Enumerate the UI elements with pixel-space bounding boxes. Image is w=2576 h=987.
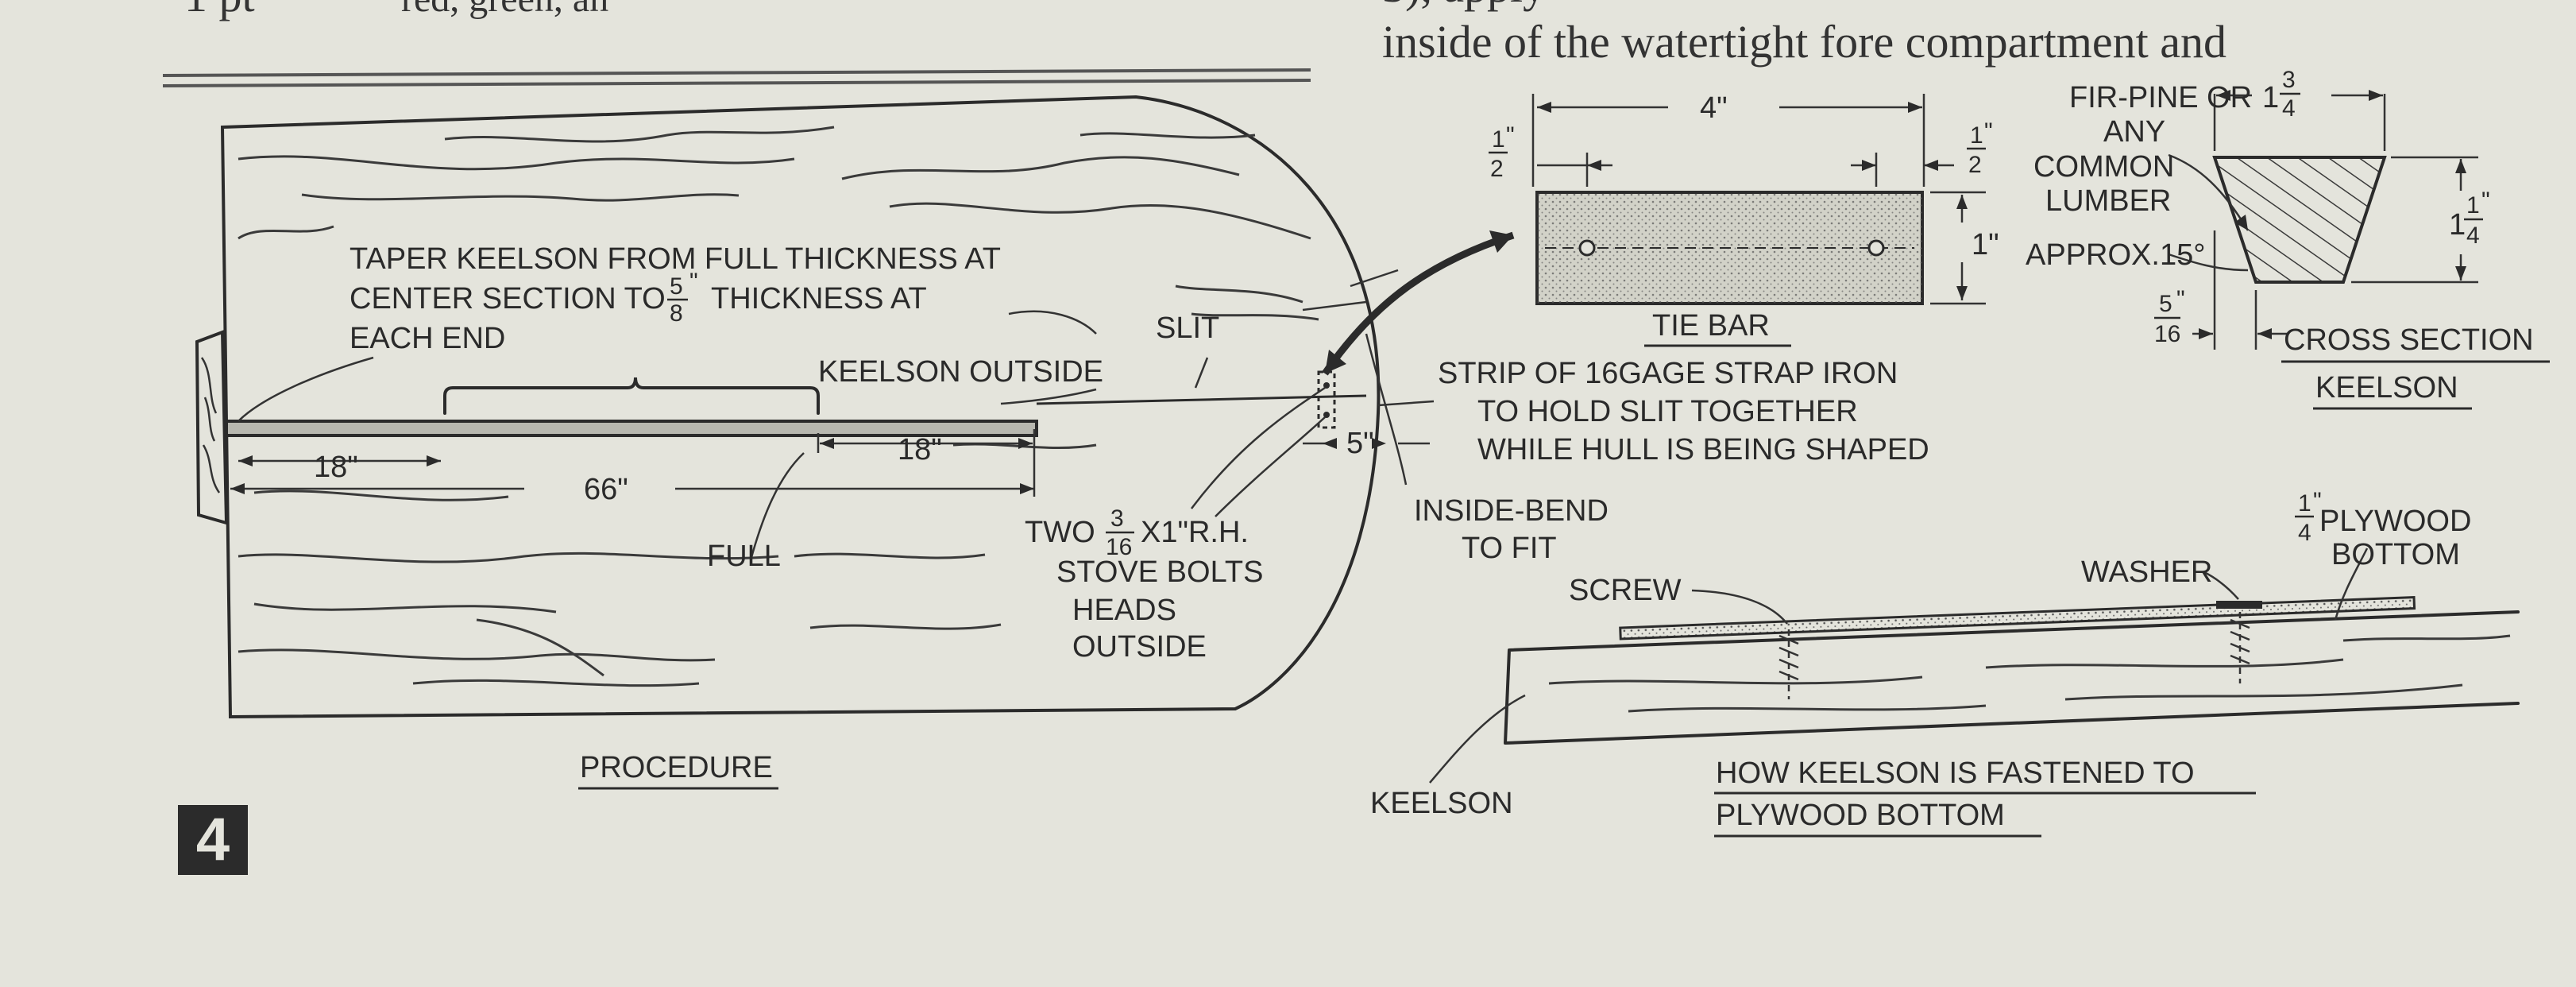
center-line [1036,394,1367,405]
tie-bar-offset-left-den: 2 [1490,156,1504,182]
approx-angle: APPROX.15° [2026,238,2205,272]
material-line4: LUMBER [2045,184,2171,218]
height-den: 4 [2466,223,2480,249]
dim-18-left: 18" [314,451,358,484]
offset-den: 16 [2154,321,2180,347]
keelson-cross-section [2212,156,2387,284]
header-fragment-left: 1 pt [184,0,255,21]
hull-outline [220,95,1381,719]
tie-bar-caption: TIE BAR [1652,309,1770,343]
strap-iron-strip [1317,370,1336,429]
tie-bar-offset-left-unit: " [1506,122,1515,149]
header-text-right-2: inside of the watertight fore compartmen… [1382,16,2226,68]
cross-section-caption-1: CROSS SECTION [2284,323,2534,357]
washer [2216,601,2262,609]
header-text-right-1: 3), apply [1382,0,1546,12]
taper-fraction-num: 5 [670,273,683,300]
plywood-num: 1 [2298,490,2311,517]
inside-bend-line2: TO FIT [1462,532,1557,565]
dim-66: 66" [584,473,628,506]
screw-label: SCREW [1569,574,1682,607]
washer-label: WASHER [2081,555,2212,589]
material-line2: ANY [2103,115,2165,149]
fastening-caption-1: HOW KEELSON IS FASTENED TO [1716,757,2195,790]
figure-number-badge: 4 [178,805,248,875]
strip-note-line1: STRIP OF 16GAGE STRAP IRON [1438,357,1898,390]
tie-bar-drawing: 4" 1 2 " 1 2 " 1" TIE BAR [1489,91,1999,347]
dim-18-right: 18" [898,433,942,466]
wood-grain [238,126,1319,687]
taper-note-line3: THICKNESS AT [711,282,927,315]
tie-bar-offset-right-den: 2 [1968,152,1982,178]
plank-grain [1548,634,2511,713]
slit-label: SLIT [1156,312,1219,345]
strip-note-line2: TO HOLD SLIT TOGETHER [1477,395,1858,428]
height-whole: 1 [2449,208,2466,242]
center-section-brace [443,377,820,415]
top-width-whole: 1 [2262,81,2279,114]
keelson-label: KEELSON [1370,787,1513,820]
cross-section-caption-2: KEELSON [2315,371,2458,404]
end-block [195,330,229,525]
plywood-line2: BOTTOM [2331,538,2460,571]
material-line1: FIR-PINE OR [2069,81,2252,114]
top-width-den: 4 [2282,95,2296,122]
keelson-outside-label: KEELSON OUTSIDE [818,355,1103,389]
tie-bar-height: 1" [1972,228,1999,261]
top-width-num: 3 [2282,67,2296,93]
taper-fraction-unit: " [689,269,698,295]
full-label: FULL [707,540,781,573]
fastening-drawing: SCREW WASHER 1 4 " PLYWOOD BOTTOM KEELSO… [1370,488,2520,838]
tie-bar-offset-left-num: 1 [1492,126,1505,153]
taper-note-line1: TAPER KEELSON FROM FULL THICKNESS AT [350,242,1001,276]
tie-bar-bolt-hole-left [1578,239,1596,257]
plywood-line1: PLYWOOD [2319,505,2471,538]
taper-fraction-den: 8 [670,300,683,327]
taper-note-line4: EACH END [350,322,505,355]
bolts-num: 3 [1110,505,1124,532]
height-unit: " [2481,188,2490,214]
plywood-bottom-strip [1619,596,2416,641]
tie-bar-length: 4" [1700,91,1728,125]
height-num: 1 [2466,192,2480,219]
header-rule-top [162,68,1311,77]
tie-bar-offset-right-unit: " [1984,118,1993,145]
bolts-prefix: TWO [1025,516,1095,549]
offset-unit: " [2176,286,2185,312]
bolts-line2: HEADS [1072,594,1176,627]
material-line3: COMMON [2033,150,2174,184]
header-rule-bottom [162,79,1311,87]
header-text-left: red, green, an [401,0,608,20]
strip-note-line3: WHILE HULL IS BEING SHAPED [1477,433,1929,466]
inside-bend-line1: INSIDE-BEND [1414,494,1609,528]
plywood-den: 4 [2298,520,2311,546]
keelson-bar [225,420,1038,437]
fastening-caption-2: PLYWOOD BOTTOM [1716,799,2005,832]
bolts-suffix: X1"R.H. [1141,516,1249,549]
plywood-unit: " [2313,488,2322,514]
bolts-line3: OUTSIDE [1072,630,1207,664]
taper-note-line2: CENTER SECTION TO [350,282,666,315]
bolts-den: 16 [1106,534,1132,560]
keelson-plank [1504,610,2520,745]
procedure-drawing: TAPER KEELSON FROM FULL THICKNESS AT CEN… [195,95,1929,790]
tie-bar-offset-right-num: 1 [1970,122,1983,149]
tie-bar-arrow [1322,231,1515,376]
offset-num: 5 [2159,291,2172,317]
procedure-caption: PROCEDURE [580,751,773,784]
bolts-line1: STOVE BOLTS [1056,555,1263,589]
cross-section-drawing: FIR-PINE OR ANY COMMON LUMBER APPROX.15°… [2026,67,2550,410]
tie-bar-bolt-hole-right [1867,239,1885,257]
dim-5: 5" [1346,427,1374,460]
